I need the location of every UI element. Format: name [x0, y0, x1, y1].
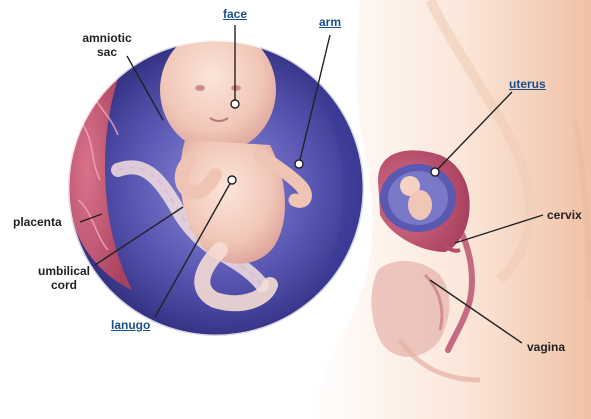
label-umbilical-cord-line2: cord [24, 278, 104, 292]
label-umbilical-cord: umbilical cord [24, 264, 104, 292]
label-face[interactable]: face [215, 7, 255, 21]
label-placenta: placenta [13, 215, 62, 229]
label-cervix: cervix [547, 208, 582, 222]
label-amniotic-sac: amniotic sac [62, 31, 152, 59]
label-amniotic-sac-line1: amniotic [62, 31, 152, 45]
label-amniotic-sac-line2: sac [62, 45, 152, 59]
label-uterus[interactable]: uterus [509, 77, 546, 91]
label-arm[interactable]: arm [310, 15, 350, 29]
label-lanugo[interactable]: lanugo [111, 318, 150, 332]
label-vagina: vagina [527, 340, 565, 354]
label-umbilical-cord-line1: umbilical [24, 264, 104, 278]
